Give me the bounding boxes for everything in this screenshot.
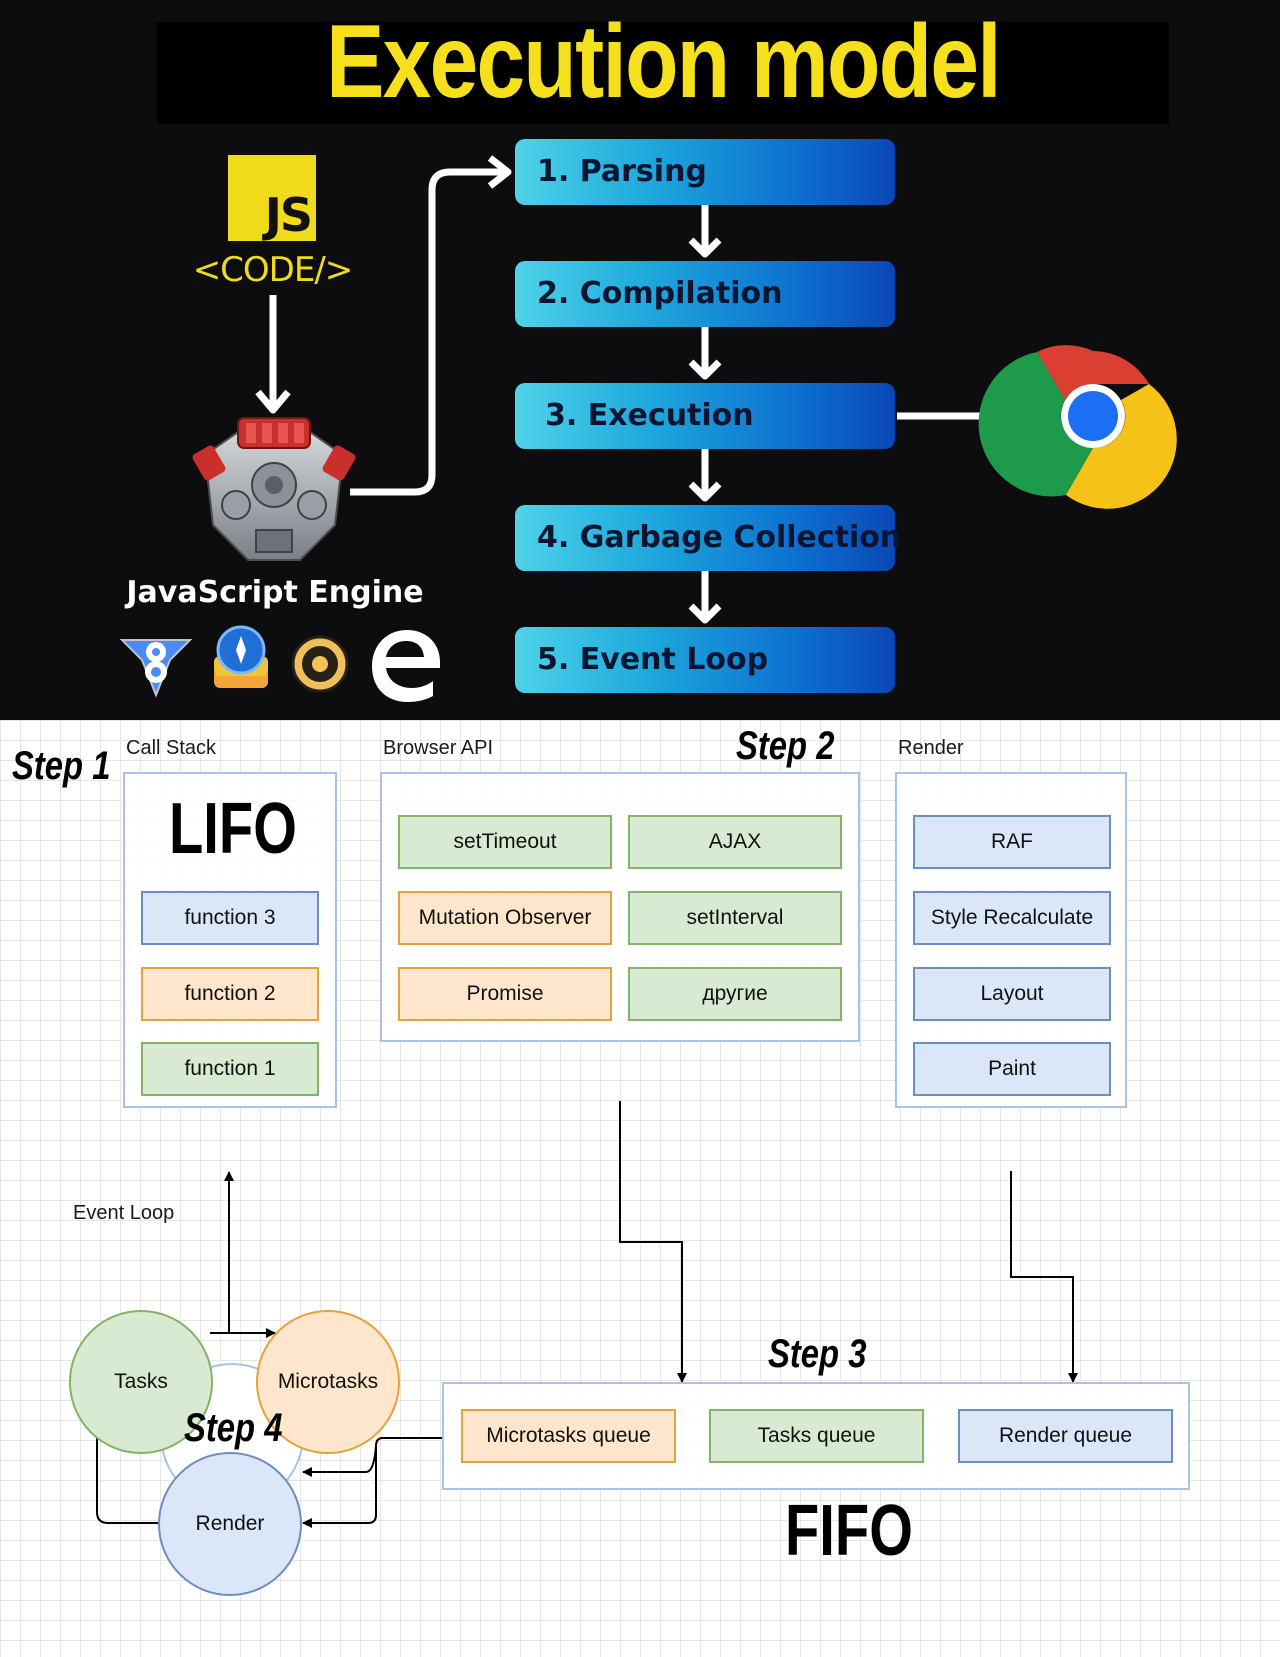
code-tag-label: <CODE/> (192, 250, 354, 290)
step-compilation-label: 2. Compilation (537, 276, 783, 311)
api-item: setTimeout (398, 815, 612, 869)
fifo-label: FIFO (785, 1491, 913, 1571)
edge-icon (372, 630, 440, 702)
call-stack-panel: LIFO function 3 function 2 function 1 (123, 772, 337, 1108)
execution-model-banner: Execution model JS <CODE/> (0, 0, 1280, 720)
step-compilation: 2. Compilation (515, 261, 895, 327)
step-4-label: Step 4 (184, 1406, 283, 1450)
title-band (157, 22, 1169, 124)
queue-item: Render queue (958, 1409, 1173, 1463)
js-logo-icon: JS (228, 155, 316, 241)
step-execution-label: 3. Execution (545, 398, 754, 433)
step-parsing-label: 1. Parsing (537, 154, 707, 189)
render-title: Render (898, 737, 964, 759)
step-event-loop-label: 5. Event Loop (537, 642, 769, 677)
tasks-node-label: Tasks (114, 1370, 168, 1393)
engine-label: JavaScript Engine (126, 575, 424, 610)
queues-to-loop-branch (302, 1445, 377, 1477)
queues-to-loop-connector (302, 1437, 443, 1528)
chrome-icon (978, 345, 1177, 509)
diagram-connectors (92, 1101, 1078, 1528)
render-item: Style Recalculate (913, 891, 1111, 945)
api-item: Promise (398, 967, 612, 1021)
step-execution: 3. Execution (515, 383, 895, 449)
api-to-queue-connector (619, 1101, 687, 1383)
microtasks-node: Microtasks (256, 1310, 400, 1454)
queue-item: Tasks queue (709, 1409, 924, 1463)
step-event-loop: 5. Event Loop (515, 627, 895, 693)
render-item: RAF (913, 815, 1111, 869)
microtasks-node-label: Microtasks (277, 1370, 379, 1393)
render-to-tasks-connector (92, 1419, 160, 1524)
pipeline-connectors (119, 155, 1177, 702)
api-item: другие (628, 967, 842, 1021)
js-badge-text: JS (264, 188, 313, 242)
webkit-icon (214, 625, 268, 688)
step-garbage-collection: 4. Garbage Collection (515, 505, 901, 571)
step-1-label: Step 1 (12, 744, 111, 788)
render-item: Layout (913, 967, 1111, 1021)
page-title: Execution model (326, 4, 1001, 120)
engine-icon (192, 417, 356, 561)
step-garbage-collection-label: 4. Garbage Collection (537, 520, 902, 555)
v8-icon (119, 639, 193, 698)
queue-item: Microtasks queue (461, 1409, 676, 1463)
lifo-label: LIFO (169, 789, 297, 869)
call-stack-title: Call Stack (126, 737, 217, 759)
render-item: Paint (913, 1042, 1111, 1096)
event-loop-diagram: Step 1 Call Stack LIFO function 3 functi… (0, 720, 1280, 1657)
code-to-engine-arrow (255, 295, 291, 414)
step-2-label: Step 2 (736, 724, 835, 768)
step-down-arrows (688, 205, 722, 624)
render-to-queue-connector (1010, 1171, 1078, 1383)
event-loop-title: Event Loop (73, 1202, 175, 1224)
browser-api-title: Browser API (383, 737, 494, 759)
queues-panel: Microtasks queue Tasks queue Render queu… (442, 1382, 1190, 1490)
render-node: Render (158, 1452, 302, 1596)
browser-api-panel: setTimeout AJAX Mutation Observer setInt… (380, 772, 860, 1042)
stack-item: function 2 (141, 967, 319, 1021)
render-node-label: Render (195, 1512, 265, 1535)
api-item: AJAX (628, 815, 842, 869)
api-item: setInterval (628, 891, 842, 945)
render-panel: RAF Style Recalculate Layout Paint (895, 772, 1127, 1108)
step-parsing: 1. Parsing (515, 139, 895, 205)
tasks-node: Tasks (69, 1310, 213, 1454)
stack-item: function 1 (141, 1042, 319, 1096)
engine-to-parsing-arrow (350, 155, 512, 496)
spidermonkey-icon (291, 635, 349, 693)
api-item: Mutation Observer (398, 891, 612, 945)
step-3-label: Step 3 (768, 1332, 867, 1376)
stack-item: function 3 (141, 891, 319, 945)
